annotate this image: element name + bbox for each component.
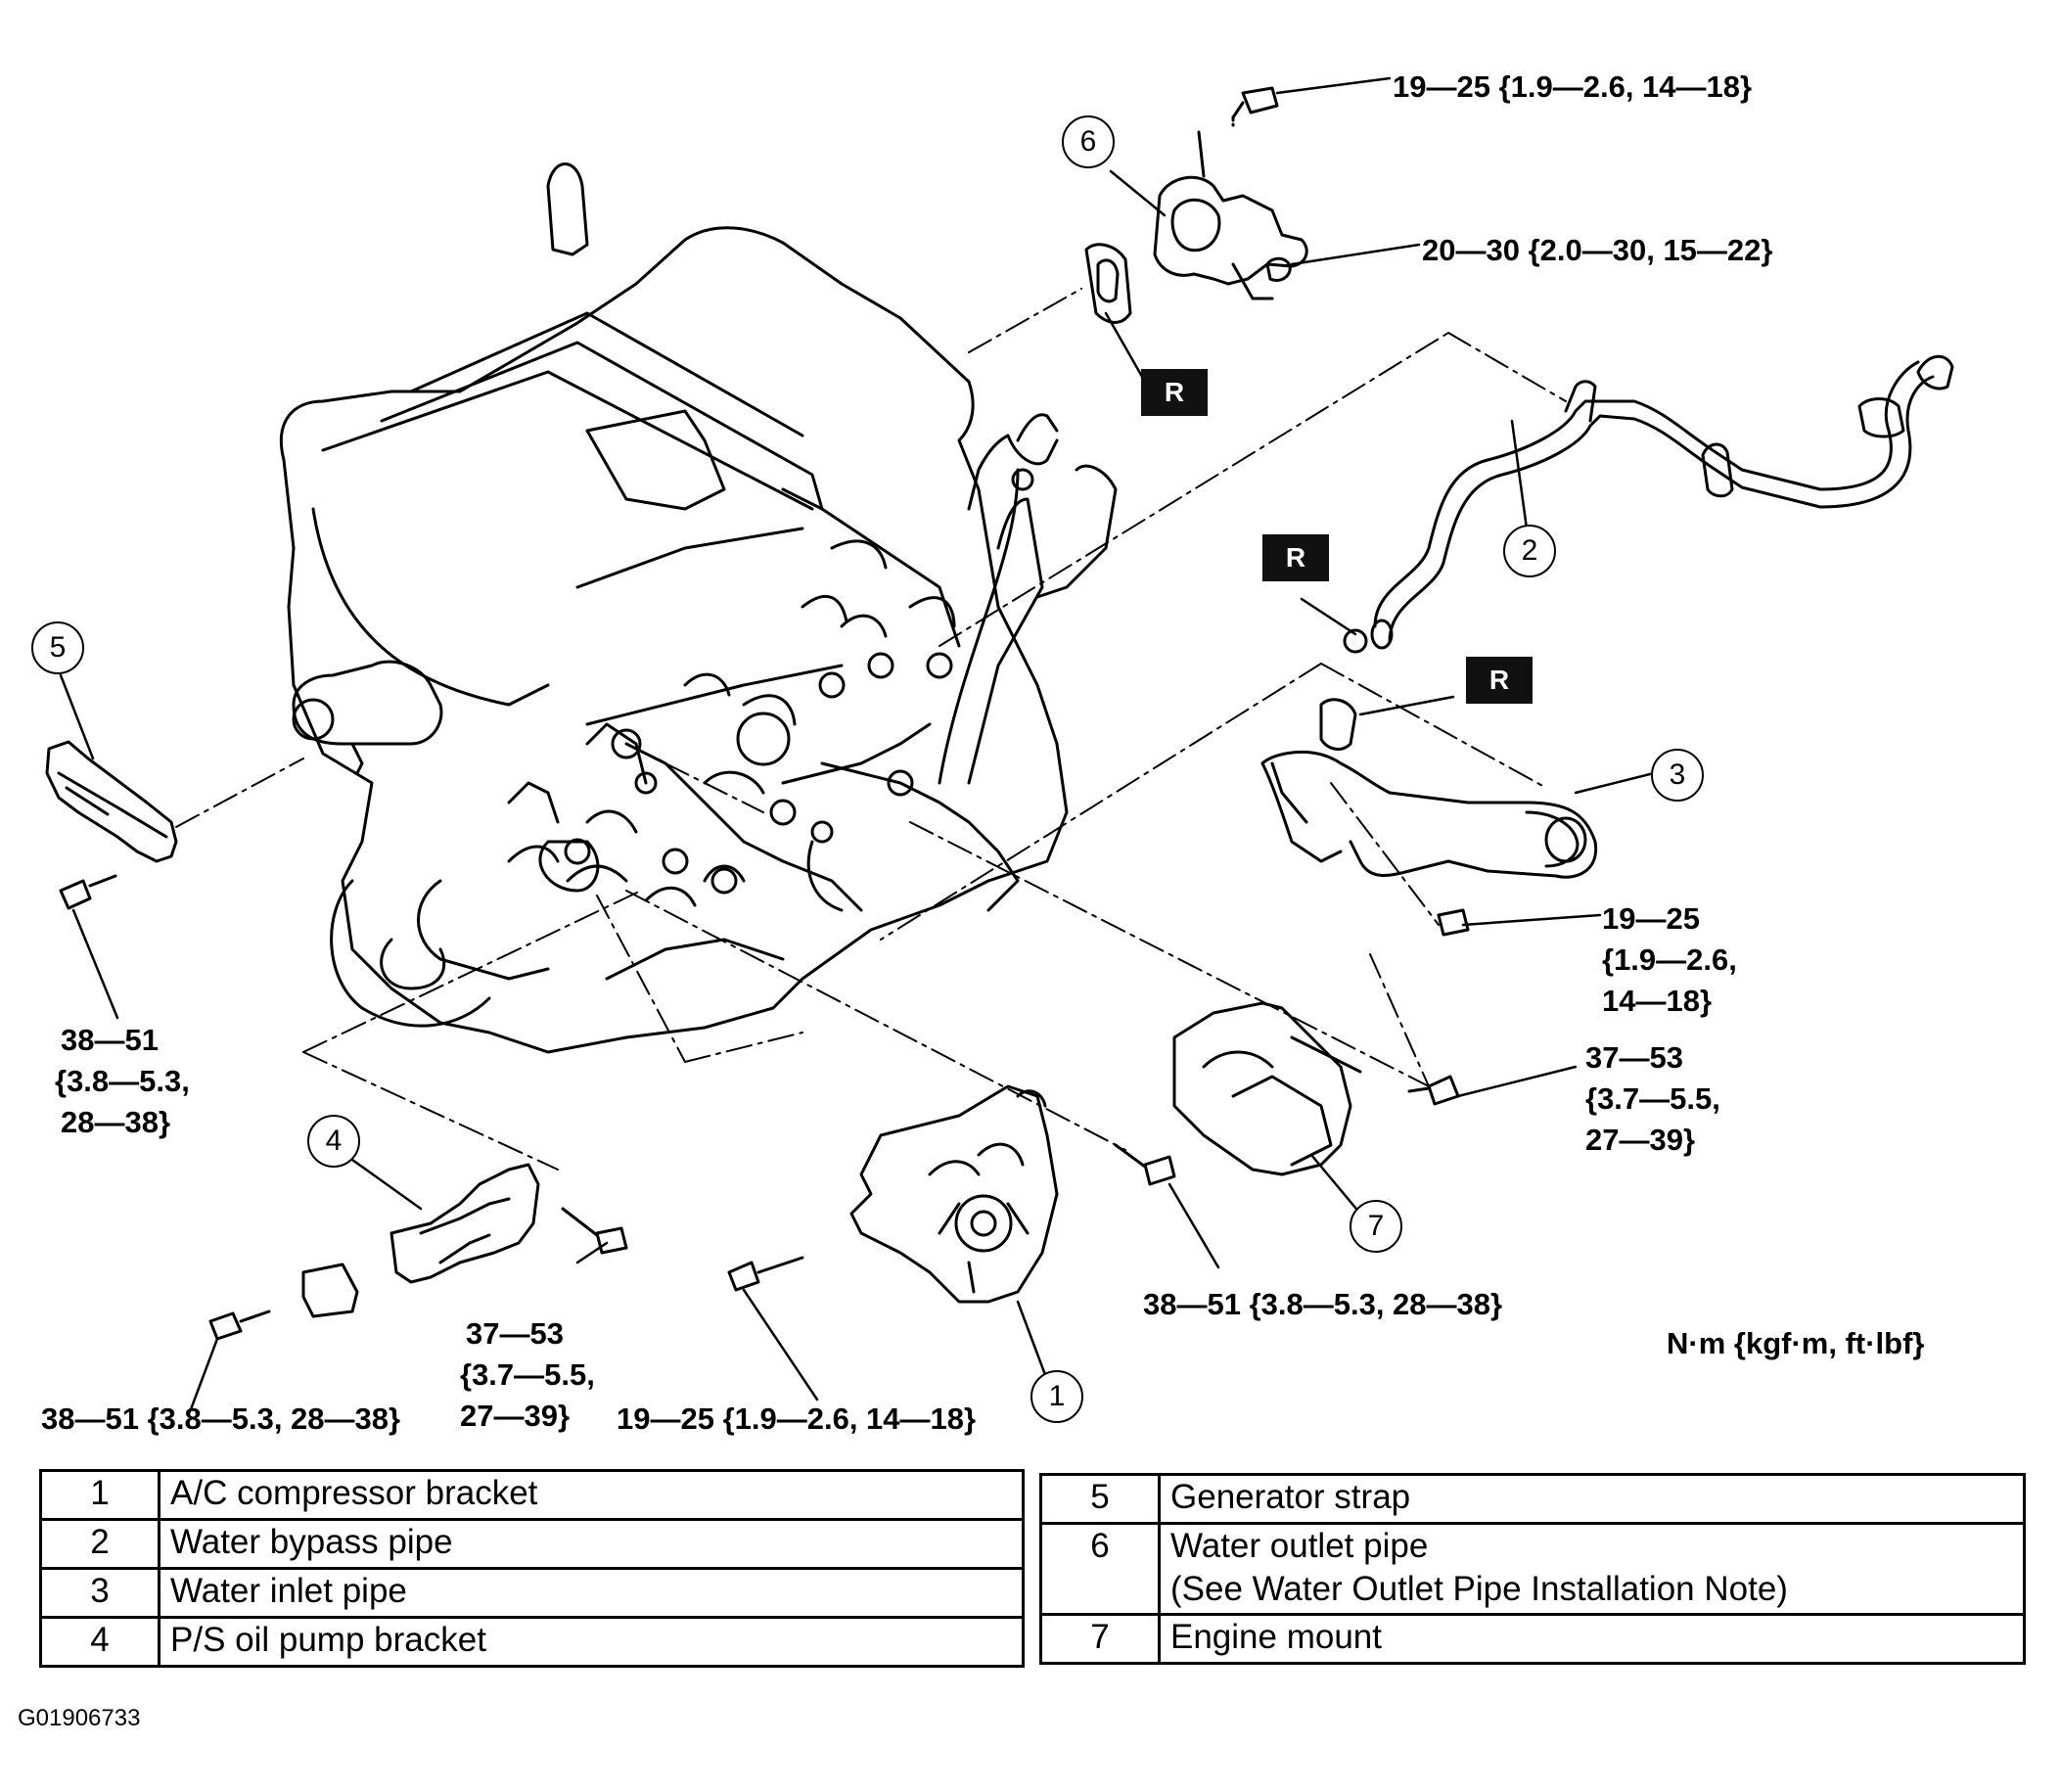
callout-3: 3 <box>1651 749 1704 802</box>
callout-5: 5 <box>31 621 84 674</box>
torque-label-outlet-nut: 20—30 {2.0—30, 15—22} <box>1422 233 1773 267</box>
ac-compressor-bracket <box>727 1084 1176 1304</box>
legend-num: 1 <box>39 1469 160 1521</box>
legend-part-note: (See Water Outlet Pipe Installation Note… <box>1170 1570 1788 1608</box>
legend-num: 2 <box>39 1518 160 1570</box>
callout-1: 1 <box>1030 1370 1083 1423</box>
replace-badge: R <box>1141 369 1208 416</box>
legend-part: Water bypass pipe <box>158 1518 1025 1570</box>
table-row: 6 Water outlet pipe (See Water Outlet Pi… <box>1039 1522 2026 1616</box>
table-row: 7 Engine mount <box>1039 1613 2026 1665</box>
generator-strap <box>45 740 178 910</box>
water-inlet-pipe <box>1260 698 1598 937</box>
table-row: 3 Water inlet pipe <box>39 1567 1025 1619</box>
legend-part: Generator strap <box>1158 1473 2026 1525</box>
legend-part: Water outlet pipe (See Water Outlet Pipe… <box>1158 1522 2026 1616</box>
legend-num: 5 <box>1039 1473 1161 1525</box>
table-row: 2 Water bypass pipe <box>39 1518 1025 1570</box>
torque-label-strap-line1: 38—51 <box>61 1023 159 1057</box>
engine-mount <box>1172 1001 1460 1176</box>
torque-label-ac-right: 38—51 {3.8—5.3, 28—38} <box>1143 1287 1503 1321</box>
torque-label-inlet-line2: {1.9—2.6, <box>1602 942 1737 977</box>
torque-label-mount-line3: 27—39} <box>1585 1123 1696 1157</box>
legend-part-name: Water outlet pipe <box>1170 1527 1429 1565</box>
torque-label-ps-line1: 37—53 <box>466 1316 564 1351</box>
legend-part: Engine mount <box>1158 1613 2026 1665</box>
water-outlet-pipe <box>1084 86 1308 324</box>
leader-lines <box>59 76 1656 1411</box>
replace-badge: R <box>1262 534 1329 581</box>
document-id: G01906733 <box>18 1705 141 1731</box>
legend-part: Water inlet pipe <box>158 1567 1025 1619</box>
callout-4: 4 <box>307 1115 360 1168</box>
engine-block <box>279 162 1118 1054</box>
torque-label-outlet-bolt: 19—25 {1.9—2.6, 14—18} <box>1393 69 1753 104</box>
torque-label-strap-line3: 28—38} <box>61 1105 171 1139</box>
legend-num: 7 <box>1039 1613 1161 1665</box>
torque-label-inlet-line1: 19—25 <box>1602 901 1700 936</box>
legend-part: A/C compressor bracket <box>158 1469 1025 1521</box>
legend-table-right: 5 Generator strap 6 Water outlet pipe (S… <box>1039 1473 2026 1665</box>
units-label: N·m {kgf·m, ft·lbf} <box>1667 1326 1925 1360</box>
legend-num: 3 <box>39 1567 160 1619</box>
table-row: 5 Generator strap <box>1039 1473 2026 1525</box>
water-bypass-pipe <box>1343 354 1954 654</box>
legend-table-left: 1 A/C compressor bracket 2 Water bypass … <box>39 1469 1025 1668</box>
callout-6: 6 <box>1062 115 1115 168</box>
torque-label-ps-line2: {3.7—5.5, <box>460 1357 595 1392</box>
callout-7: 7 <box>1350 1200 1402 1253</box>
ps-oil-pump-bracket <box>208 1163 628 1341</box>
legend-num: 4 <box>39 1616 160 1668</box>
torque-label-mount-line2: {3.7—5.5, <box>1585 1081 1720 1116</box>
replace-badge: R <box>1466 657 1533 704</box>
center-lines <box>175 288 1567 1171</box>
table-row: 1 A/C compressor bracket <box>39 1469 1025 1521</box>
torque-label-ac-bottom: 19—25 {1.9—2.6, 14—18} <box>617 1401 977 1436</box>
torque-label-inlet-line3: 14—18} <box>1602 984 1713 1018</box>
callout-2: 2 <box>1503 525 1556 577</box>
torque-label-mount-line1: 37—53 <box>1585 1040 1683 1075</box>
legend-num: 6 <box>1039 1522 1161 1616</box>
torque-label-ps-line3: 27—39} <box>460 1399 571 1433</box>
torque-label-strap-line2: {3.8—5.3, <box>55 1064 190 1098</box>
legend-part: P/S oil pump bracket <box>158 1616 1025 1668</box>
torque-label-ps-left: 38—51 {3.8—5.3, 28—38} <box>41 1401 401 1436</box>
table-row: 4 P/S oil pump bracket <box>39 1616 1025 1668</box>
